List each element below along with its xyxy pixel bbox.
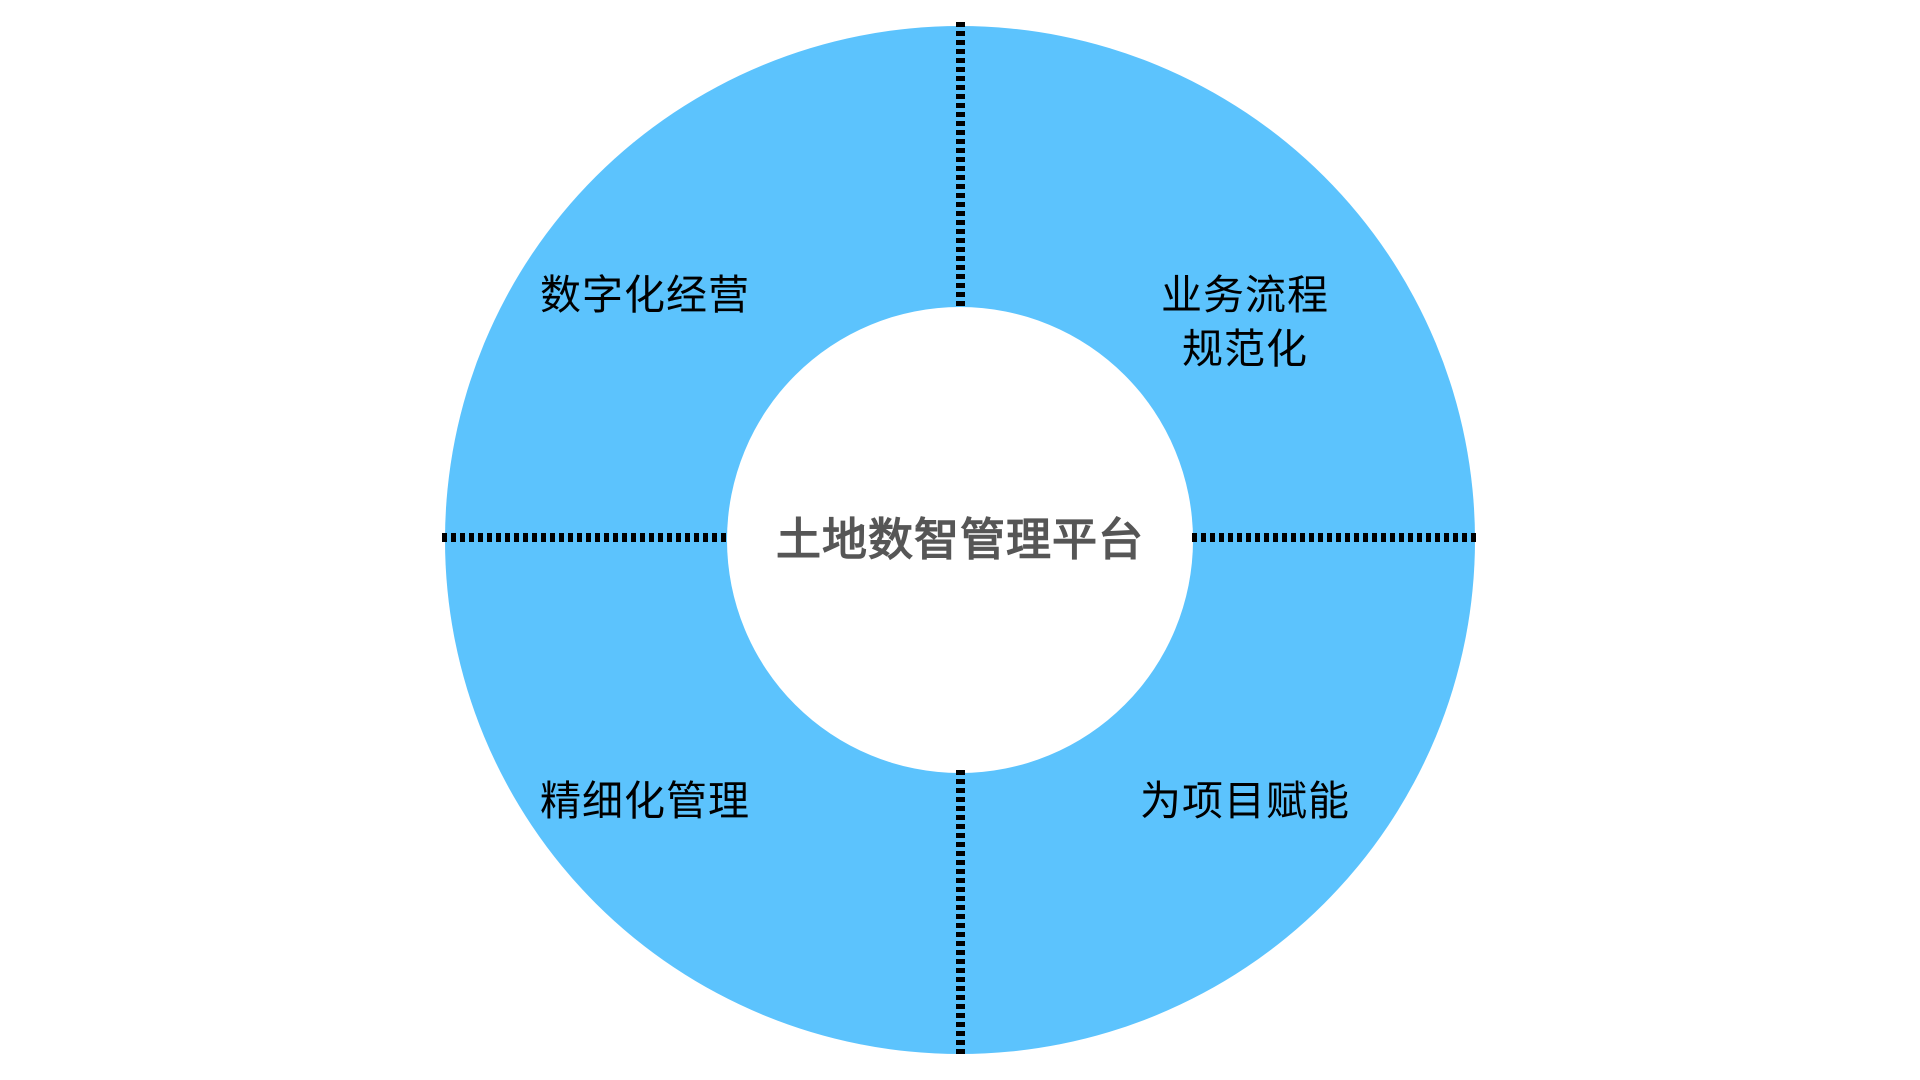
divider-left-horizontal bbox=[442, 533, 728, 542]
segment-label-top-right: 业务流程 规范化 bbox=[1161, 272, 1329, 373]
divider-right-horizontal bbox=[1192, 533, 1478, 542]
divider-bottom-vertical bbox=[956, 770, 965, 1056]
donut-inner-hole bbox=[727, 307, 1193, 773]
center-title: 土地数智管理平台 bbox=[775, 514, 1144, 565]
segment-label-top-left: 数字化经营 bbox=[540, 272, 750, 318]
segment-label-bottom-left: 精细化管理 bbox=[540, 778, 750, 824]
divider-top-vertical bbox=[956, 22, 965, 307]
segment-label-bottom-right: 为项目赋能 bbox=[1140, 778, 1350, 824]
